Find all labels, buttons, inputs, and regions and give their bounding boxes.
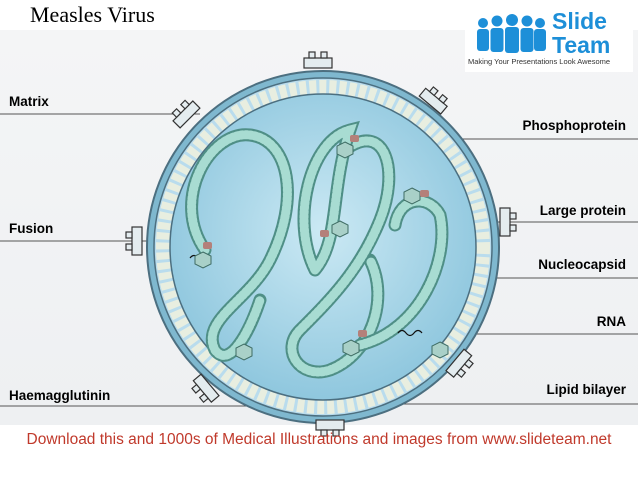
- protein-markers: [194, 135, 449, 361]
- logo-word-team: Team: [552, 32, 611, 58]
- label-nucleocapsid: Nucleocapsid: [538, 257, 626, 272]
- label-haemagglutinin: Haemagglutinin: [9, 388, 111, 403]
- label-phosphoprotein: Phosphoprotein: [522, 118, 627, 133]
- nucleocapsid: [185, 120, 449, 379]
- logo-word-slide: Slide: [552, 8, 607, 34]
- people-logo-icon: [477, 14, 546, 53]
- label-large-protein: Large protein: [539, 203, 626, 218]
- matrix-ring: [156, 80, 490, 414]
- slideteam-logo: Slide Team Making Your Presentations Loo…: [465, 0, 633, 72]
- label-fusion: Fusion: [9, 221, 54, 236]
- surface-spikes: [125, 51, 517, 437]
- logo-tagline: Making Your Presentations Look Awesome: [468, 57, 611, 66]
- label-rna: RNA: [596, 314, 626, 329]
- label-matrix: Matrix: [9, 94, 49, 109]
- page-title: Measles Virus: [30, 2, 155, 27]
- label-lipid-bilayer: Lipid bilayer: [546, 382, 626, 397]
- footer-download-text: Download this and 1000s of Medical Illus…: [26, 431, 612, 448]
